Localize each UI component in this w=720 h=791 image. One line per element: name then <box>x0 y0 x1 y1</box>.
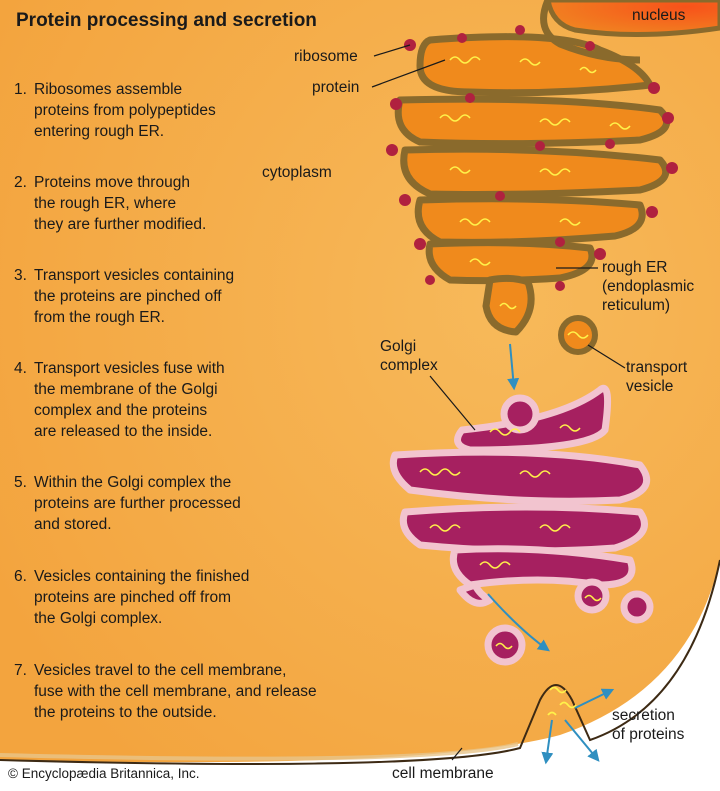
label-line: Golgi <box>380 338 417 355</box>
secreted-proteins <box>547 686 577 716</box>
step-line: fuse with the cell membrane, and release <box>34 683 317 700</box>
golgi-proteins <box>419 424 602 650</box>
step-line: the proteins to the outside. <box>34 704 217 721</box>
step-line: the rough ER, where <box>34 195 177 212</box>
leader-lines <box>371 44 626 761</box>
step-line: the Golgi complex. <box>34 610 163 627</box>
transport-vesicle-shape <box>558 315 598 355</box>
step-line: Within the Golgi complex the <box>34 474 232 491</box>
nucleus-shape <box>545 0 720 38</box>
step-line: they are further modified. <box>34 216 207 233</box>
label-cytoplasm: cytoplasm <box>262 164 332 181</box>
step-line: the membrane of the Golgi <box>34 381 218 398</box>
step-number: 1. <box>14 81 27 98</box>
diagram-title: Protein processing and secretion <box>16 10 317 31</box>
golgi-complex-shape <box>389 384 654 666</box>
label-nucleus: nucleus <box>632 7 686 24</box>
step-line: entering rough ER. <box>34 123 165 140</box>
label-line: rough ER <box>602 259 668 276</box>
step-line: proteins are pinched off from <box>34 589 232 606</box>
label-line: secretion <box>612 707 675 724</box>
step-line: and stored. <box>34 516 112 533</box>
cell-membrane-line <box>0 559 720 765</box>
step-line: Vesicles containing the finished <box>34 568 250 585</box>
arrow-er-to-golgi <box>507 343 520 391</box>
label-transport-vesicle: transport vesicle <box>626 358 687 396</box>
label-line: reticulum) <box>602 297 671 314</box>
step-line: complex and the proteins <box>34 402 208 419</box>
label-protein: protein <box>312 79 360 96</box>
label-golgi-complex: Golgi complex <box>380 337 438 375</box>
label-line: of proteins <box>612 726 685 743</box>
step-number: 6. <box>14 568 27 585</box>
step-line: are released to the inside. <box>34 423 213 440</box>
arrow-golgi-to-membrane <box>487 593 550 652</box>
label-line: complex <box>380 357 438 374</box>
ribosomes <box>386 25 678 291</box>
step-number: 4. <box>14 360 27 377</box>
step-line: the proteins are pinched off <box>34 288 222 305</box>
label-line: (endoplasmic <box>602 278 695 295</box>
secretion-arrows <box>541 688 615 765</box>
er-proteins <box>439 56 631 310</box>
step-number: 3. <box>14 267 27 284</box>
step-line: Transport vesicles containing <box>34 267 235 284</box>
label-ribosome: ribosome <box>294 48 358 65</box>
label-line: transport <box>626 359 688 376</box>
label-line: vesicle <box>626 378 674 395</box>
label-secretion: secretion of proteins <box>612 706 684 744</box>
step-number: 5. <box>14 474 27 491</box>
step-line: Proteins move through <box>34 174 190 191</box>
label-cell-membrane: cell membrane <box>392 765 494 782</box>
step-number: 7. <box>14 662 27 679</box>
step-line: Ribosomes assemble <box>34 81 183 98</box>
label-rough-er: rough ER (endoplasmic reticulum) <box>602 258 694 315</box>
step-line: Vesicles travel to the cell membrane, <box>34 662 287 679</box>
step-line: proteins from polypeptides <box>34 102 216 119</box>
step-number: 2. <box>14 174 27 191</box>
copyright-credit: © Encyclopædia Britannica, Inc. <box>8 766 200 781</box>
step-line: proteins are further processed <box>34 495 241 512</box>
step-line: from the rough ER. <box>34 309 165 326</box>
step-line: Transport vesicles fuse with <box>34 360 225 377</box>
